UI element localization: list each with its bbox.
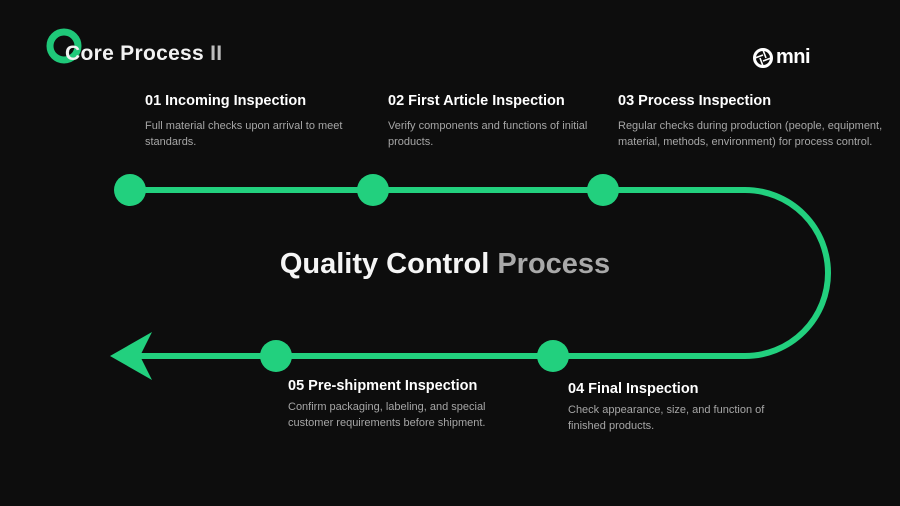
step-title: 03 Process Inspection <box>618 93 772 109</box>
brand-name: mni <box>776 46 811 68</box>
step-02: 02 First Article Inspection Verify compo… <box>388 92 588 150</box>
step-description: Check appearance, size, and function of … <box>568 404 765 432</box>
aperture-o-icon <box>753 47 773 68</box>
step-node-05 <box>260 340 292 372</box>
step-title: 02 First Article Inspection <box>388 93 565 109</box>
step-node-01 <box>114 174 146 206</box>
step-title: 05 Pre-shipment Inspection <box>288 378 478 394</box>
step-01: 01 Incoming Inspection Full material che… <box>145 92 345 150</box>
step-description: Verify components and functions of initi… <box>388 120 588 148</box>
header-title-suffix: II <box>204 42 223 65</box>
step-05: 05 Pre-shipment Inspection Confirm packa… <box>288 377 528 431</box>
step-title: 04 Final Inspection <box>568 381 699 397</box>
diagram-title: Quality Control Process <box>0 248 890 281</box>
step-description: Regular checks during production (people… <box>618 120 883 148</box>
header-title: Core Process II <box>65 42 222 66</box>
brand-logo: mni <box>752 46 811 69</box>
step-title: 01 Incoming Inspection <box>145 93 307 109</box>
header-title-main: Core Process <box>65 42 205 65</box>
step-description: Confirm packaging, labeling, and special… <box>288 401 486 429</box>
step-node-02 <box>357 174 389 206</box>
step-node-03 <box>587 174 619 206</box>
step-04: 04 Final Inspection Check appearance, si… <box>568 380 788 434</box>
arrow-head-icon <box>110 332 152 380</box>
process-path <box>127 187 831 359</box>
step-node-04 <box>537 340 569 372</box>
step-description: Full material checks upon arrival to mee… <box>145 120 343 148</box>
diagram-title-suffix: Process <box>497 248 611 280</box>
diagram-title-main: Quality Control <box>279 248 498 280</box>
step-03: 03 Process Inspection Regular checks dur… <box>618 92 888 150</box>
ring-logo-icon <box>46 28 82 64</box>
